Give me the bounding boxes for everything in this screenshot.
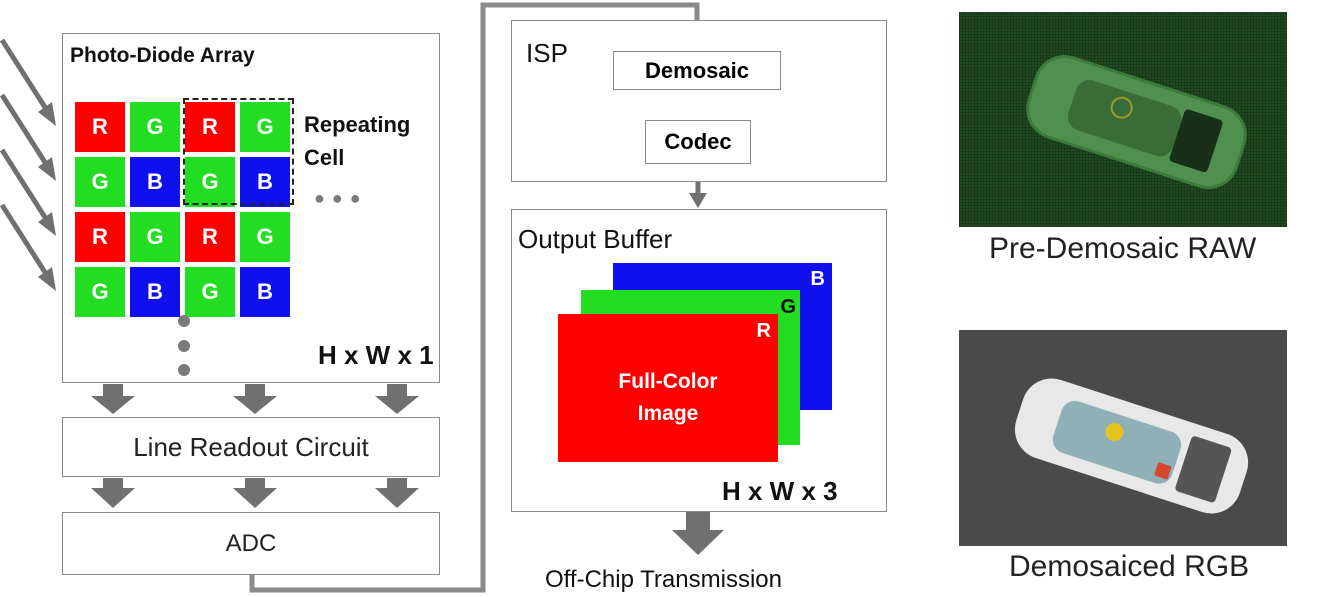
line-readout-circuit-box: Line Readout Circuit <box>62 417 440 477</box>
green-channel-label: G <box>780 296 796 318</box>
demosaic-box: Demosaic <box>613 51 781 90</box>
bayer-cell-g: G <box>185 267 235 317</box>
bayer-cell-g: G <box>240 102 290 152</box>
off-chip-arrow <box>672 512 724 555</box>
photo-diode-array-box <box>62 33 440 383</box>
adc-label: ADC <box>225 529 277 557</box>
output-buffer-title: Output Buffer <box>518 224 673 254</box>
isp-to-buffer-arrowhead <box>689 193 707 208</box>
line-readout-circuit-label: Line Readout Circuit <box>133 431 369 462</box>
vertical-ellipsis-dot-1 <box>178 315 190 327</box>
remote-control-rgb <box>1007 370 1256 522</box>
adc-to-isp-wire <box>249 2 700 593</box>
bayer-cell-b: B <box>130 267 180 317</box>
incident-light-arrowheads <box>38 102 56 291</box>
red-channel-layer: R Full-Color Image <box>558 314 778 462</box>
bayer-cell-b: B <box>240 267 290 317</box>
bayer-cell-r: R <box>185 102 235 152</box>
bayer-cell-g: G <box>185 157 235 207</box>
raw-caption: Pre-Demosaic RAW <box>989 232 1257 265</box>
isp-title: ISP <box>526 38 568 68</box>
adc-box: ADC <box>62 512 440 575</box>
array-title: Photo-Diode Array <box>70 44 255 67</box>
bayer-cell-r: R <box>185 212 235 262</box>
red-channel-label: R <box>756 320 771 342</box>
bayer-cell-b: B <box>240 157 290 207</box>
rgb-caption: Demosaiced RGB <box>1009 550 1250 583</box>
vertical-ellipsis-dot-2 <box>178 340 190 352</box>
repeating-cell-outline <box>183 98 294 205</box>
bayer-cell-g: G <box>130 102 180 152</box>
rgb-photo <box>959 330 1287 546</box>
bayer-cell-g: G <box>130 212 180 262</box>
output-dimensions: H x W x 3 <box>722 476 838 506</box>
blue-channel-label: B <box>810 268 825 290</box>
horizontal-ellipsis-icon: ● ● ● <box>314 188 362 208</box>
remote-control-raw <box>1021 50 1252 194</box>
raw-photo <box>959 12 1287 227</box>
remote-display-rgb <box>1174 435 1233 504</box>
codec-label: Codec <box>664 129 732 154</box>
bayer-cell-r: R <box>75 212 125 262</box>
bayer-cell-b: B <box>130 157 180 207</box>
vertical-ellipsis-dot-3 <box>178 364 190 376</box>
readout-to-adc-arrows <box>91 478 419 508</box>
codec-box: Codec <box>645 120 751 164</box>
bayer-cell-g: G <box>75 267 125 317</box>
bayer-cell-g: G <box>75 157 125 207</box>
off-chip-transmission-label: Off-Chip Transmission <box>545 566 782 593</box>
array-to-readout-arrows <box>91 384 419 414</box>
incident-light-arrows <box>0 38 51 279</box>
array-dimensions: H x W x 1 <box>318 340 434 370</box>
bayer-cell-r: R <box>75 102 125 152</box>
bayer-cell-g: G <box>240 212 290 262</box>
demosaic-label: Demosaic <box>645 57 749 83</box>
full-color-image-label: Full-Color Image <box>618 370 718 425</box>
repeating-cell-label: Repeating Cell <box>304 112 411 170</box>
